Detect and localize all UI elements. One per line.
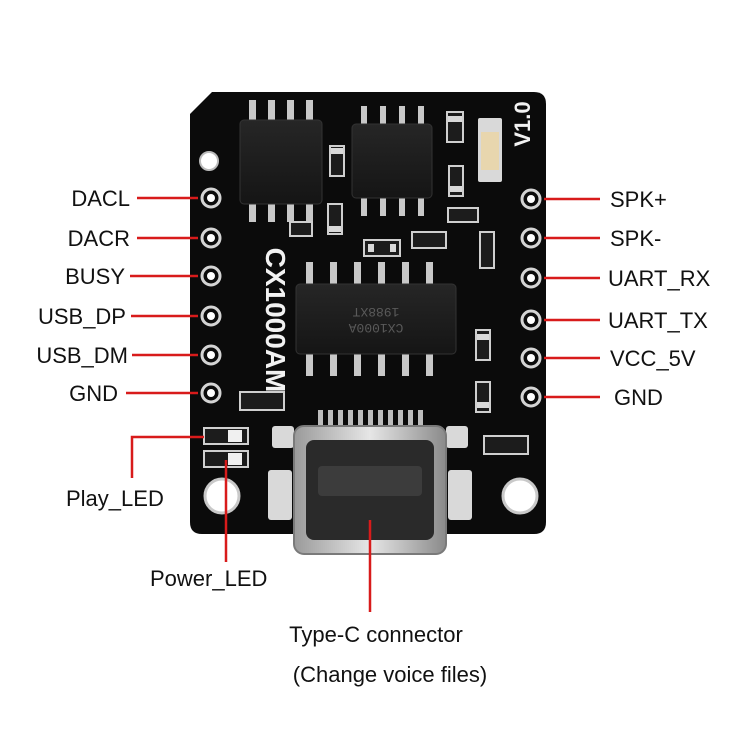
right-pin-pads (520, 188, 542, 408)
pin-pad[interactable] (520, 386, 542, 408)
pin-label-uart-rx: UART_RX (608, 266, 711, 291)
pin-label-gnd-right: GND (614, 385, 663, 410)
chip-marking-2: 1988XT (352, 304, 399, 319)
pin-pad[interactable] (200, 227, 222, 249)
chip-marking-1: CX1000A (348, 320, 403, 335)
tantalum-capacitor (478, 118, 502, 182)
main-controller-chip: CX1000A 1988XT (295, 262, 457, 376)
mounting-hole (199, 151, 219, 171)
right-leader-lines (544, 197, 600, 399)
led-leader-lines (130, 435, 372, 612)
pin-label-usb-dp: USB_DP (38, 304, 126, 329)
amplifier-chip (351, 106, 433, 216)
connector-label: Type-C connector (289, 622, 463, 647)
mounting-hole (203, 477, 241, 515)
pin-label-spk-plus: SPK+ (610, 187, 667, 212)
mounting-hole (501, 477, 539, 515)
pin-pad[interactable] (200, 187, 222, 209)
board-model-silkscreen: CX1000AM (260, 248, 291, 393)
connector-sublabel: (Change voice files) (293, 662, 487, 687)
left-pin-pads (200, 187, 222, 404)
pin-label-uart-tx: UART_TX (608, 308, 708, 333)
pin-pad[interactable] (200, 344, 222, 366)
left-pin-labels: DACL DACR BUSY USB_DP USB_DM GND (36, 186, 130, 406)
pin-pad[interactable] (520, 188, 542, 210)
flash-chip (239, 100, 323, 222)
pin-pad[interactable] (520, 267, 542, 289)
pin-pad[interactable] (520, 227, 542, 249)
pin-label-vcc-5v: VCC_5V (610, 346, 696, 371)
pin-label-usb-dm: USB_DM (36, 343, 128, 368)
pin-pad[interactable] (200, 305, 222, 327)
right-pin-labels: SPK+ SPK- UART_RX UART_TX VCC_5V GND (608, 187, 711, 410)
pin-pad[interactable] (520, 347, 542, 369)
pin-pad[interactable] (520, 309, 542, 331)
power-led-label: Power_LED (150, 566, 267, 591)
pin-label-gnd-left: GND (69, 381, 118, 406)
pin-label-dacr: DACR (68, 226, 130, 251)
pin-label-dacl: DACL (71, 186, 130, 211)
pin-pad[interactable] (200, 265, 222, 287)
play-led-label: Play_LED (66, 486, 164, 511)
pin-label-spk-minus: SPK- (610, 226, 661, 251)
left-leader-lines (126, 196, 198, 395)
board-version-silkscreen: V1.0 (510, 101, 535, 146)
play-led-component (203, 427, 249, 445)
pin-label-busy: BUSY (65, 264, 125, 289)
pin-pad[interactable] (200, 382, 222, 404)
usb-type-c-connector[interactable] (268, 410, 472, 555)
